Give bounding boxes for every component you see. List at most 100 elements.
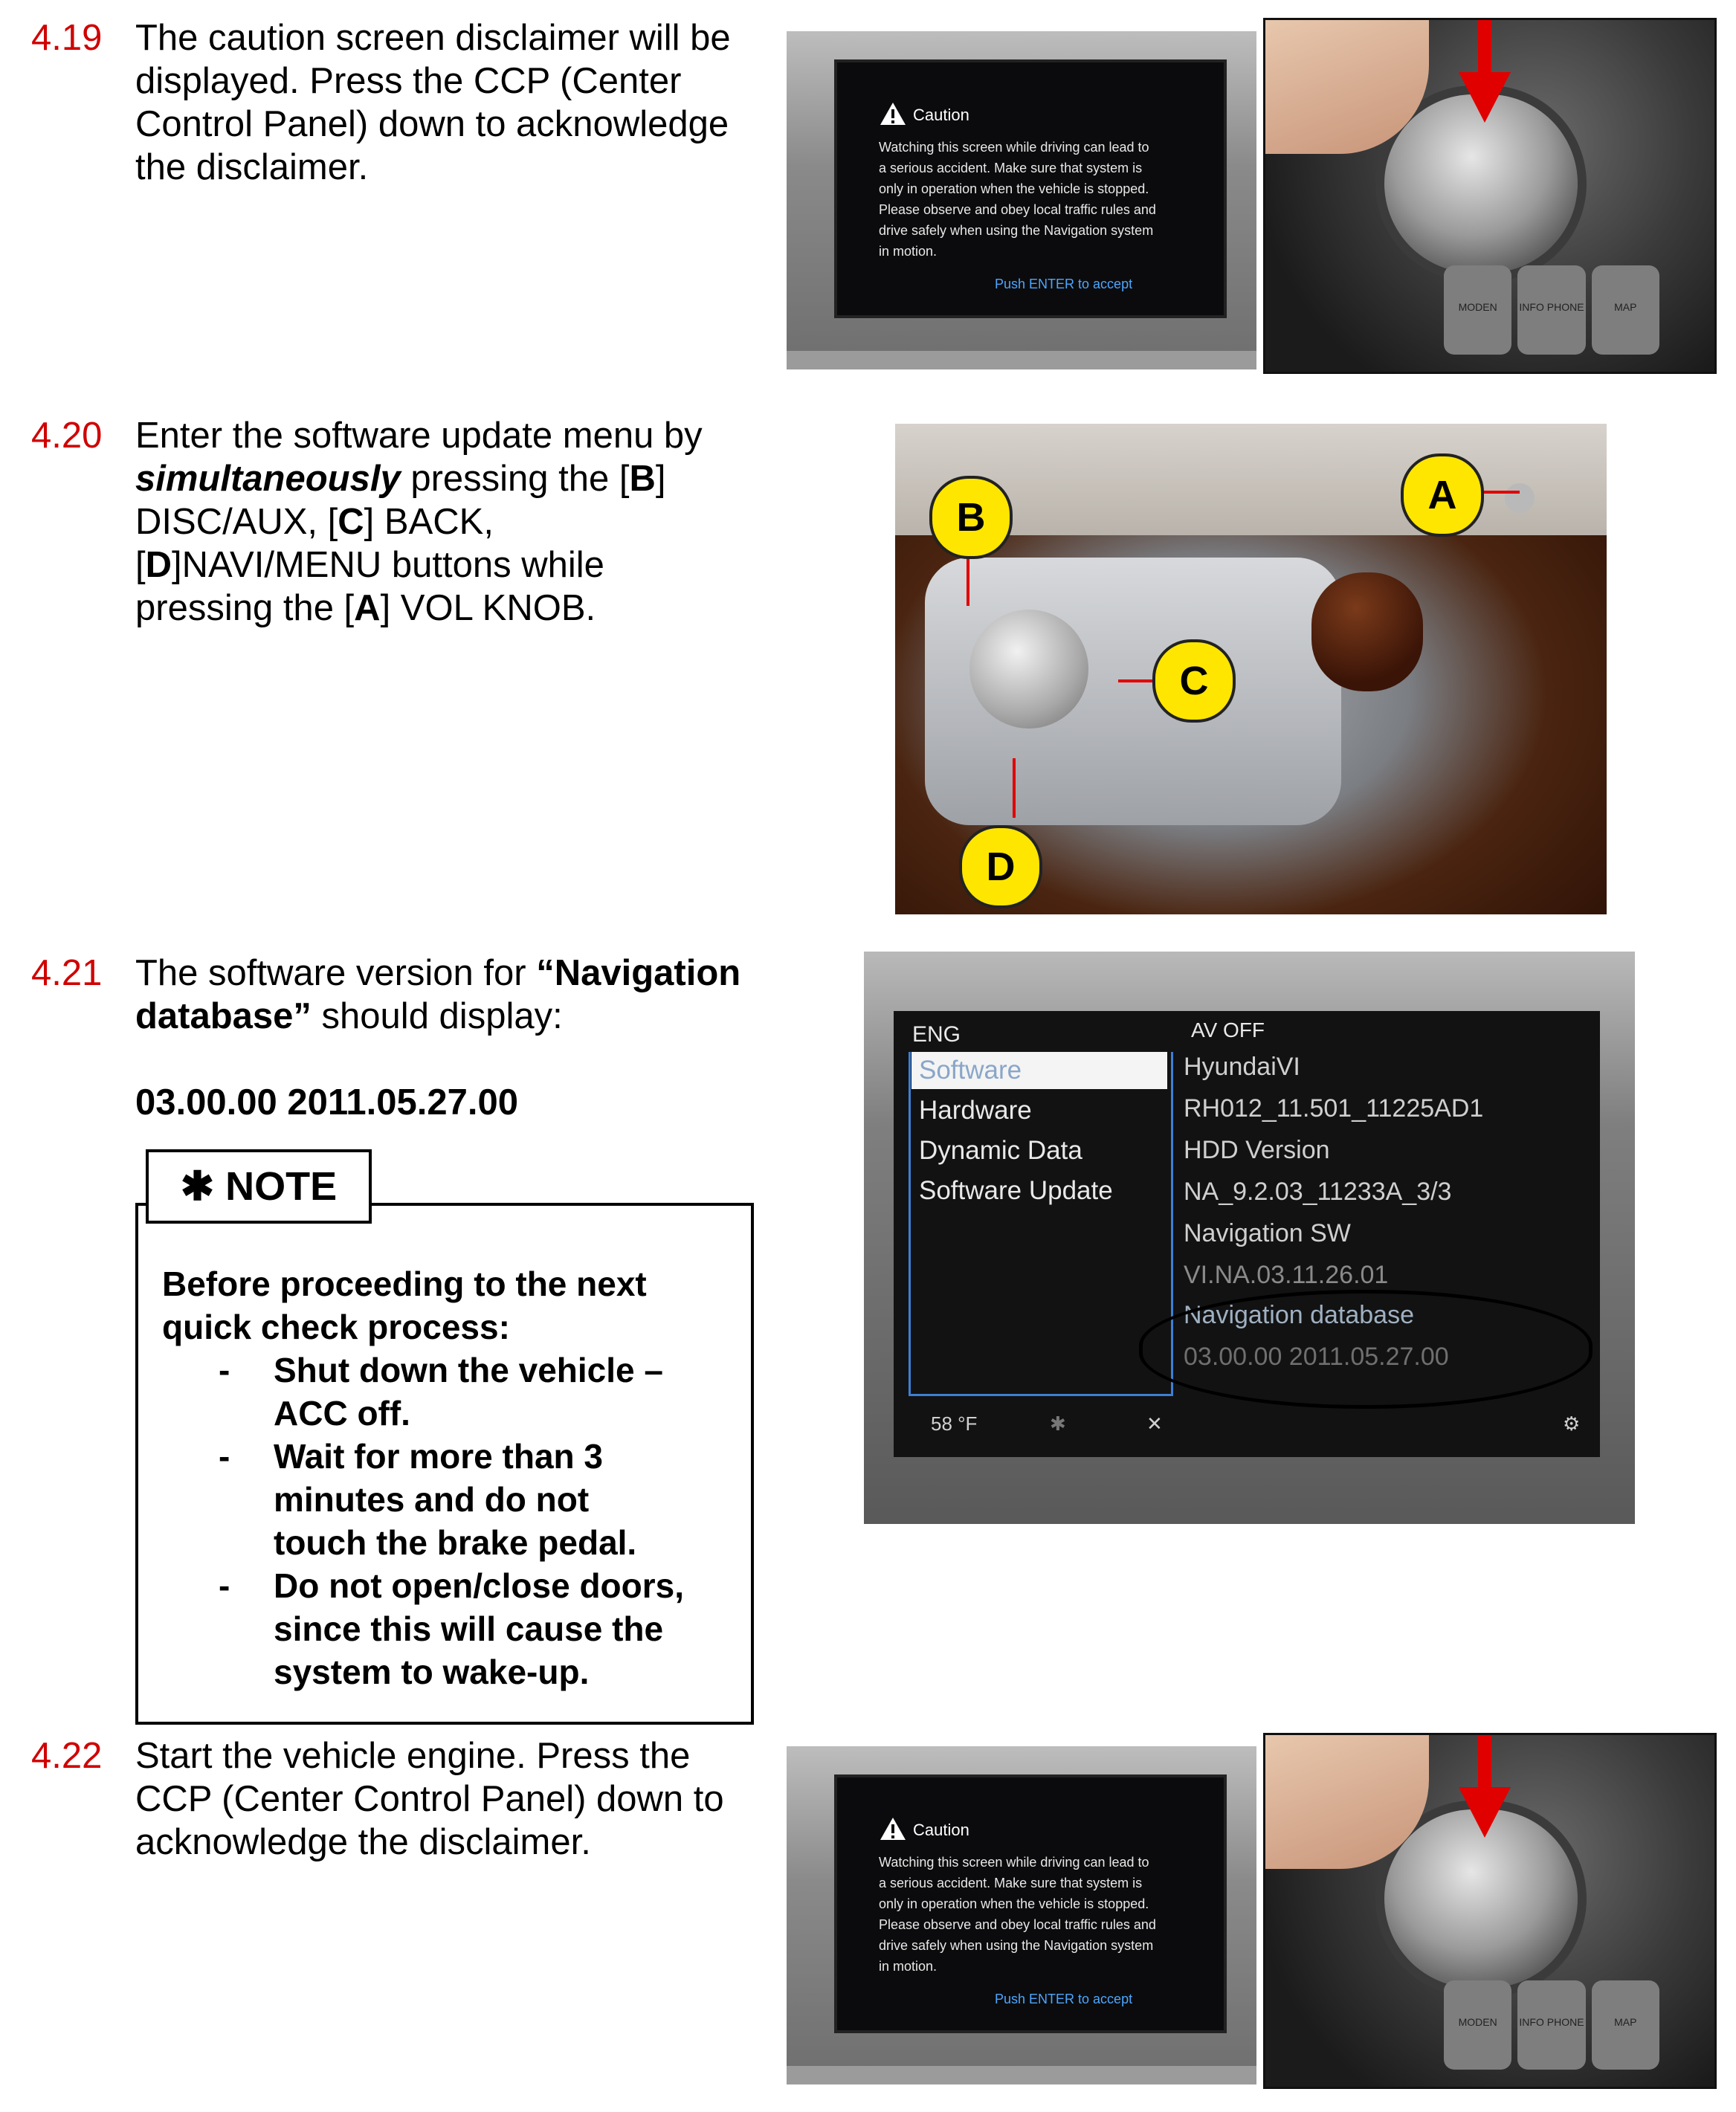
map-button: MAP [1591,265,1659,355]
ccp-knob [969,610,1088,729]
lang-label: ENG [912,1022,961,1047]
caution-line: only in operation when the vehicle is st… [879,1896,1149,1911]
caution-display: Caution Watching this screen while drivi… [834,1774,1227,2033]
note-line: quick check process: [162,1308,510,1346]
console-photo: A B C D [895,424,1607,914]
info-value: NA_9.2.03_11233A_3/3 [1184,1178,1452,1206]
down-arrow-icon [1459,20,1511,128]
software-info-display: ENG AV OFF Software Hardware Dynamic Dat… [894,1011,1600,1457]
down-arrow-icon [1459,1735,1511,1843]
caution-line: in motion. [879,244,938,259]
note-bullet: Shut down the vehicle – ACC off. [274,1351,663,1433]
caution-line: in motion. [879,1959,938,1974]
knob-buttons: MODEN INFO PHONE MAP [1444,265,1659,355]
caution-line: Please observe and obey local traffic ru… [879,1917,1156,1932]
step-line: Control Panel) down to acknowledge [135,104,729,144]
step-line: database” should display: [135,996,563,1036]
step-number: 4.22 [31,1736,103,1776]
callout-c: C [1152,639,1236,723]
step-line: [D]NAVI/MENU buttons while [135,545,604,585]
push-enter-text: Push ENTER to accept [995,1992,1133,2006]
caution-body: Watching this screen while driving can l… [879,137,1156,262]
bezel-bottom [787,2066,1256,2084]
step-line: Start the vehicle engine. Press the [135,1736,691,1776]
info-value: HyundaiVI [1184,1053,1300,1081]
emphasis-text: simultaneously [135,459,401,499]
knob-photo: MODEN INFO PHONE MAP [1263,1733,1717,2089]
moden-button: MODEN [1444,265,1512,355]
step-number: 4.19 [31,18,103,58]
expected-version: 03.00.00 2011.05.27.00 [135,1082,519,1123]
step-line: pressing the [A] VOL KNOB. [135,588,596,628]
step-line: CCP (Center Control Panel) down to [135,1779,724,1819]
callout-a: A [1401,453,1484,537]
caution-line: Watching this screen while driving can l… [879,1855,1149,1870]
knob-photo: MODEN INFO PHONE MAP [1263,18,1717,374]
caution-title: Caution [913,1821,969,1839]
caution-screen-photo: Caution Watching this screen while drivi… [787,31,1256,369]
step-line: Enter the software update menu by [135,416,703,456]
info-phone-button: INFO PHONE [1517,265,1586,355]
menu-panel [909,1052,1173,1396]
highlight-ellipse [1139,1290,1593,1409]
caution-title: Caution [913,106,969,124]
caution-line: Watching this screen while driving can l… [879,140,1149,155]
step-text: The caution screen disclaimer will be di… [135,16,731,189]
bullet-dash: - [219,1566,230,1605]
step-line: The caution screen disclaimer will be [135,18,731,58]
note-intro: Before proceeding to the next quick chec… [162,1262,647,1349]
gear-shifter [1311,572,1423,691]
note-bullet: Wait for more than 3 minutes and do not … [274,1437,637,1562]
info-value: RH012_11.501_11225AD1 [1184,1094,1484,1123]
software-info-photo: ENG AV OFF Software Hardware Dynamic Dat… [864,952,1635,1524]
step-text: Start the vehicle engine. Press the CCP … [135,1734,724,1864]
note-tab: ✱ NOTE [146,1149,372,1224]
step-line: the disclaimer. [135,147,369,187]
menu-item-software-update: Software Update [919,1176,1113,1205]
step-number: 4.20 [31,416,103,456]
caution-body: Watching this screen while driving can l… [879,1852,1156,1977]
bluetooth-icon: ✱ [1050,1412,1066,1435]
callout-d: D [959,825,1042,908]
step-line: acknowledge the disclaimer. [135,1822,591,1862]
caution-line: drive safely when using the Navigation s… [879,1938,1154,1953]
bullet-dash: - [219,1437,230,1476]
moden-button: MODEN [1444,1980,1512,2070]
bezel-bottom [787,351,1256,369]
info-value: Navigation SW [1184,1219,1351,1247]
seat-area [895,424,1607,535]
mute-icon: ✕ [1146,1412,1163,1435]
knob-buttons: MODEN INFO PHONE MAP [1444,1980,1659,2070]
menu-selection [911,1052,1167,1089]
step-line: displayed. Press the CCP (Center [135,61,682,101]
step-text: Enter the software update menu by simult… [135,414,703,630]
step-text: The software version for “Navigation dat… [135,952,740,1124]
note-line: Before proceeding to the next [162,1265,647,1303]
step-line: simultaneously pressing the [B] [135,459,666,499]
info-value: VI.NA.03.11.26.01 [1184,1261,1389,1289]
caution-line: a serious accident. Make sure that syste… [879,161,1143,175]
menu-item-dynamic-data: Dynamic Data [919,1136,1082,1165]
caution-line: only in operation when the vehicle is st… [879,181,1149,196]
av-status: AV OFF [1191,1018,1265,1042]
info-value: HDD Version [1184,1136,1330,1164]
warning-icon [879,1816,907,1845]
caution-screen-photo: Caution Watching this screen while drivi… [787,1746,1256,2084]
caution-line: Please observe and obey local traffic ru… [879,202,1156,217]
note-box: Before proceeding to the next quick chec… [135,1203,754,1725]
map-button: MAP [1591,1980,1659,2070]
warning-icon [879,101,907,130]
vol-knob [1505,483,1535,513]
note-bullet: Do not open/close doors, since this will… [274,1566,685,1691]
step-line: DISC/AUX, [C] BACK, [135,502,494,542]
bullet-dash: - [219,1351,230,1389]
temperature: 58 °F [931,1412,978,1435]
callout-b: B [929,476,1013,559]
ccp-knob [1384,1809,1578,1988]
step-line: The software version for “Navigation [135,953,741,993]
ccp-knob [1384,94,1578,273]
push-enter-text: Push ENTER to accept [995,277,1133,291]
caution-line: a serious accident. Make sure that syste… [879,1876,1143,1890]
step-number: 4.21 [31,953,103,993]
menu-item-hardware: Hardware [919,1096,1032,1125]
